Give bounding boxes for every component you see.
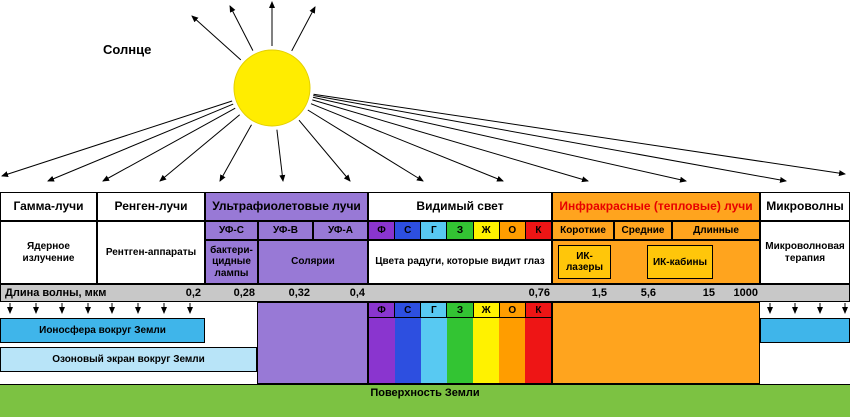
visible-letter-cell: Ф (368, 221, 396, 240)
visible-letters-row-lower: Ф С Г З Ж О К (368, 302, 552, 318)
sun-label: Солнце (103, 42, 152, 57)
ir-penetration-block (552, 302, 760, 384)
uvc-band-cell: УФ-С (205, 221, 258, 240)
sun-ray (102, 107, 236, 182)
wavelength-row: Длина волны, мкм 0,2 0,28 0,32 0,4 0,76 … (0, 284, 850, 302)
visible-letter-cell: З (446, 221, 474, 240)
uv-lamps-cell: бактери-цидные лампы (205, 240, 258, 284)
sun-ray (159, 114, 241, 182)
micro-application-cell: Микроволновая терапия (760, 221, 850, 284)
sun-ray (312, 96, 687, 183)
visible-spectrum-stripe (421, 318, 447, 383)
visible-letter-cell: Ж (472, 302, 500, 318)
visible-spectrum-stripe (499, 318, 525, 383)
wavelength-value: 0,2 (185, 287, 201, 299)
visible-letter-cell: О (498, 221, 526, 240)
gamma-header-cell: Гамма-лучи (0, 192, 97, 221)
sun-icon (233, 49, 311, 127)
visible-letter-cell: З (446, 302, 474, 318)
ionosphere-band-left: Ионосфера вокруг Земли (0, 318, 205, 343)
visible-letter-cell: Ф (368, 302, 396, 318)
sun-ray (229, 5, 254, 51)
wavelength-value: 15 (702, 287, 715, 299)
visible-spectrum-stripe (369, 318, 395, 383)
visible-letter-cell: Ж (472, 221, 500, 240)
sun-ray (298, 119, 351, 182)
xray-application-cell: Рентген-аппараты (97, 221, 205, 284)
gamma-application-cell: Ядерное излучение (0, 221, 97, 284)
visible-letters-row-table: Ф С Г З Ж О К (368, 221, 552, 240)
wavelength-value: 0,32 (288, 287, 310, 299)
sun-ray (1, 100, 233, 177)
uv-penetration-block (257, 302, 368, 384)
xray-header-cell: Ренген-лучи (97, 192, 205, 221)
visible-spectrum-stripes (368, 318, 552, 384)
micro-header-cell: Микроволны (760, 192, 850, 221)
wavelength-value: 0,4 (349, 287, 365, 299)
visible-letter-cell: Г (420, 221, 448, 240)
visible-letter-cell: С (394, 221, 422, 240)
visible-letter-cell: К (524, 221, 552, 240)
earth-surface-band: Поверхность Земли (0, 384, 850, 417)
uv-header-cell: Ультрафиолетовые лучи (205, 192, 368, 221)
visible-header-cell: Видимый свет (368, 192, 552, 221)
ir-cabins-box: ИК-кабины (647, 245, 713, 279)
ozone-band: Озоновый экран вокруг Земли (0, 347, 257, 372)
visible-letter-cell: К (524, 302, 552, 318)
sun-ray (291, 6, 316, 52)
uvb-band-cell: УФ-В (258, 221, 313, 240)
sun-ray (312, 99, 589, 183)
visible-application-cell: Цвета радуги, которые видит глаз (368, 240, 552, 284)
uv-solarium-cell: Солярии (258, 240, 368, 284)
sun-ray (307, 109, 424, 182)
ir-short-band-cell: Короткие (552, 221, 614, 240)
sun-ray (276, 129, 286, 182)
uva-band-cell: УФ-А (313, 221, 368, 240)
ir-long-band-cell: Длинные (672, 221, 760, 240)
wavelength-value: 1,5 (591, 287, 607, 299)
sun-ray (313, 93, 846, 177)
sun-ray (219, 124, 252, 182)
ir-application-cell: ИК-лазеры ИК-кабины (552, 240, 760, 284)
ir-medium-band-cell: Средние (614, 221, 672, 240)
sun-ray (310, 103, 504, 182)
wavelength-value: 5,6 (640, 287, 656, 299)
ir-lasers-box: ИК-лазеры (558, 245, 611, 279)
visible-letter-cell: С (394, 302, 422, 318)
visible-spectrum-stripe (473, 318, 499, 383)
wavelength-value: 0,28 (233, 287, 255, 299)
sun-ray (47, 103, 234, 182)
wavelength-value: 0,76 (528, 287, 550, 299)
infrared-header-cell: Инфракрасные (тепловые) лучи (552, 192, 760, 221)
visible-letter-cell: Г (420, 302, 448, 318)
visible-spectrum-stripe (395, 318, 421, 383)
visible-spectrum-stripe (447, 318, 473, 383)
sun-ray (313, 95, 787, 183)
wavelength-label: Длина волны, мкм (5, 287, 107, 299)
wavelength-value: 1000 (733, 287, 758, 299)
visible-letter-cell: О (498, 302, 526, 318)
sun-ray (191, 15, 242, 61)
visible-spectrum-stripe (525, 318, 551, 383)
ionosphere-band-right (760, 318, 850, 343)
